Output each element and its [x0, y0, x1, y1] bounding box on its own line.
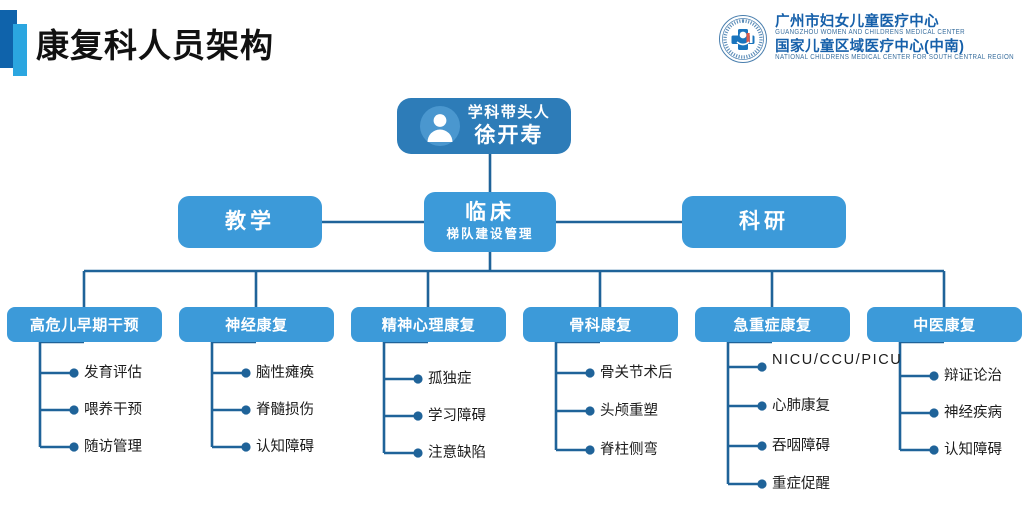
node-category-psych-rehab[interactable]: 精神心理康复	[351, 307, 506, 342]
leaf-item[interactable]: 辩证论治	[944, 368, 1002, 384]
leaf-item[interactable]: 喂养干预	[84, 402, 142, 418]
node-category-tcm-rehab[interactable]: 中医康复	[867, 307, 1022, 342]
title-accent-bar-light	[13, 24, 27, 76]
node-clinical-sublabel: 梯队建设管理	[446, 227, 534, 242]
node-research-label: 科研	[739, 209, 789, 233]
node-teaching[interactable]: 教学	[178, 196, 322, 248]
leaf-item[interactable]: 神经疾病	[944, 405, 1002, 421]
node-discipline-leader[interactable]: 学科带头人 徐开寿	[397, 98, 571, 154]
node-teaching-label: 教学	[225, 209, 275, 233]
person-avatar-icon	[419, 106, 460, 146]
leaf-item[interactable]: 学习障碍	[428, 408, 486, 424]
leaf-item[interactable]: 认知障碍	[256, 439, 314, 455]
page-title: 康复科人员架构	[36, 27, 274, 64]
leaf-item[interactable]: 心肺康复	[772, 398, 830, 414]
root-text-block: 学科带头人 徐开寿	[468, 104, 557, 147]
leaf-item[interactable]: 注意缺陷	[428, 445, 486, 461]
node-category-critical-rehab[interactable]: 急重症康复	[695, 307, 850, 342]
node-category-ortho-rehab[interactable]: 骨科康复	[523, 307, 678, 342]
root-person-name: 徐开寿	[474, 123, 544, 147]
leaf-item[interactable]: 脊柱侧弯	[600, 442, 658, 458]
node-clinical[interactable]: 临床 梯队建设管理	[424, 192, 556, 252]
leaf-item[interactable]: 脊髓损伤	[256, 402, 314, 418]
logo-subtitle-line2: NATIONAL CHILDRENS MEDICAL CENTER FOR SO…	[775, 53, 1014, 62]
leaf-item[interactable]: 孤独症	[428, 371, 472, 387]
leaf-item[interactable]: NICU/CCU/PICU	[772, 352, 903, 368]
leaf-item[interactable]: 随访管理	[84, 439, 142, 455]
leaf-item[interactable]: 骨关节术后	[600, 365, 673, 381]
logo-text-block: 广州市妇女儿童医疗中心 GUANGZHOU WOMEN AND CHILDREN…	[775, 13, 1014, 63]
leaf-item[interactable]: 认知障碍	[944, 442, 1002, 458]
page-header: 康复科人员架构 广州市妇女儿童医疗中心 GUANGZHOU WOMEN AND …	[0, 0, 1024, 92]
leaf-item[interactable]: 发育评估	[84, 365, 142, 381]
title-accent-bar-dark	[0, 10, 17, 68]
node-category-neuro-rehab[interactable]: 神经康复	[179, 307, 334, 342]
leaf-item[interactable]: 重症促醒	[772, 476, 830, 492]
leaf-item[interactable]: 吞咽障碍	[772, 438, 830, 454]
leaf-item[interactable]: 脑性瘫痪	[256, 365, 314, 381]
node-research[interactable]: 科研	[682, 196, 846, 248]
logo-title-line2: 国家儿童区域医疗中心(中南)	[775, 39, 965, 55]
hospital-seal-icon	[719, 15, 768, 63]
leaf-item[interactable]: 头颅重塑	[600, 403, 658, 419]
root-role-label: 学科带头人	[467, 104, 551, 122]
node-clinical-label: 临床	[465, 201, 515, 225]
node-category-high-risk-infant[interactable]: 高危儿早期干预	[7, 307, 162, 342]
logo-subtitle-line1: GUANGZHOU WOMEN AND CHILDRENS MEDICAL CE…	[775, 28, 965, 37]
logo-title-line1: 广州市妇女儿童医疗中心	[775, 13, 940, 30]
hospital-logo: 广州市妇女儿童医疗中心 GUANGZHOU WOMEN AND CHILDREN…	[718, 14, 1014, 64]
